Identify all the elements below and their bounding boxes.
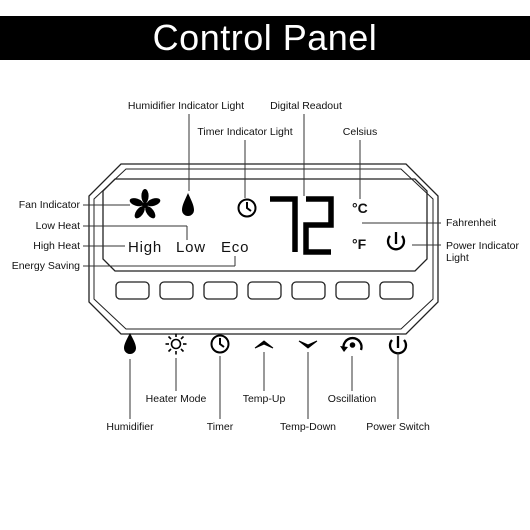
timer-label: Timer <box>206 421 234 433</box>
celsius-unit: °C <box>352 200 368 216</box>
humidifier-drop-icon <box>182 193 194 216</box>
panel-button-7 <box>379 281 414 300</box>
timer-indicator-light-label: Timer Indicator Light <box>197 126 293 138</box>
chevron-down-icon <box>298 340 318 349</box>
power-icon <box>388 336 408 355</box>
sun-icon <box>165 333 187 355</box>
fahrenheit-unit: °F <box>352 236 367 252</box>
power-switch-label: Power Switch <box>366 421 430 433</box>
heater-mode-label: Heater Mode <box>145 393 207 405</box>
panel-button-2 <box>159 281 194 300</box>
fan-icon <box>129 189 161 219</box>
high-mode-text: High <box>128 239 163 256</box>
temp-down-label: Temp-Down <box>279 421 337 433</box>
drop-icon <box>124 333 136 354</box>
chevron-up-icon <box>254 340 274 349</box>
oscillation-icon <box>340 336 363 352</box>
power-indicator-light-label: Power Indicator Light <box>446 240 519 264</box>
fahrenheit-label: Fahrenheit <box>446 217 497 229</box>
humidifier-indicator-light-label: Humidifier Indicator Light <box>127 100 245 112</box>
digital-readout-label: Digital Readout <box>270 100 342 112</box>
humidifier-label: Humidifier <box>106 421 154 433</box>
panel-button-3 <box>203 281 238 300</box>
oscillation-label: Oscillation <box>327 393 377 405</box>
panel-button-1 <box>115 281 150 300</box>
low-heat-label: Low Heat <box>35 220 80 232</box>
digital-readout-digits <box>270 196 334 255</box>
panel-button-6 <box>335 281 370 300</box>
celsius-label: Celsius <box>342 126 378 138</box>
eco-mode-text: Eco <box>221 239 250 256</box>
panel-button-4 <box>247 281 282 300</box>
low-mode-text: Low <box>176 239 206 256</box>
energy-saving-label: Energy Saving <box>11 260 80 272</box>
high-heat-label: High Heat <box>33 240 80 252</box>
panel-button-5 <box>291 281 326 300</box>
button-row <box>115 281 414 300</box>
clock-icon <box>210 334 230 354</box>
temp-up-label: Temp-Up <box>242 393 286 405</box>
power-indicator-icon <box>386 232 406 251</box>
fan-indicator-label: Fan Indicator <box>18 199 80 211</box>
page-title: Control Panel <box>152 17 378 58</box>
callout-lines <box>83 114 441 267</box>
title-bar: Control Panel <box>0 16 530 60</box>
panel-outer-frame <box>88 163 439 335</box>
bottom-callout-lines <box>129 352 399 419</box>
display-screen <box>102 178 428 272</box>
timer-clock-icon <box>237 198 257 218</box>
